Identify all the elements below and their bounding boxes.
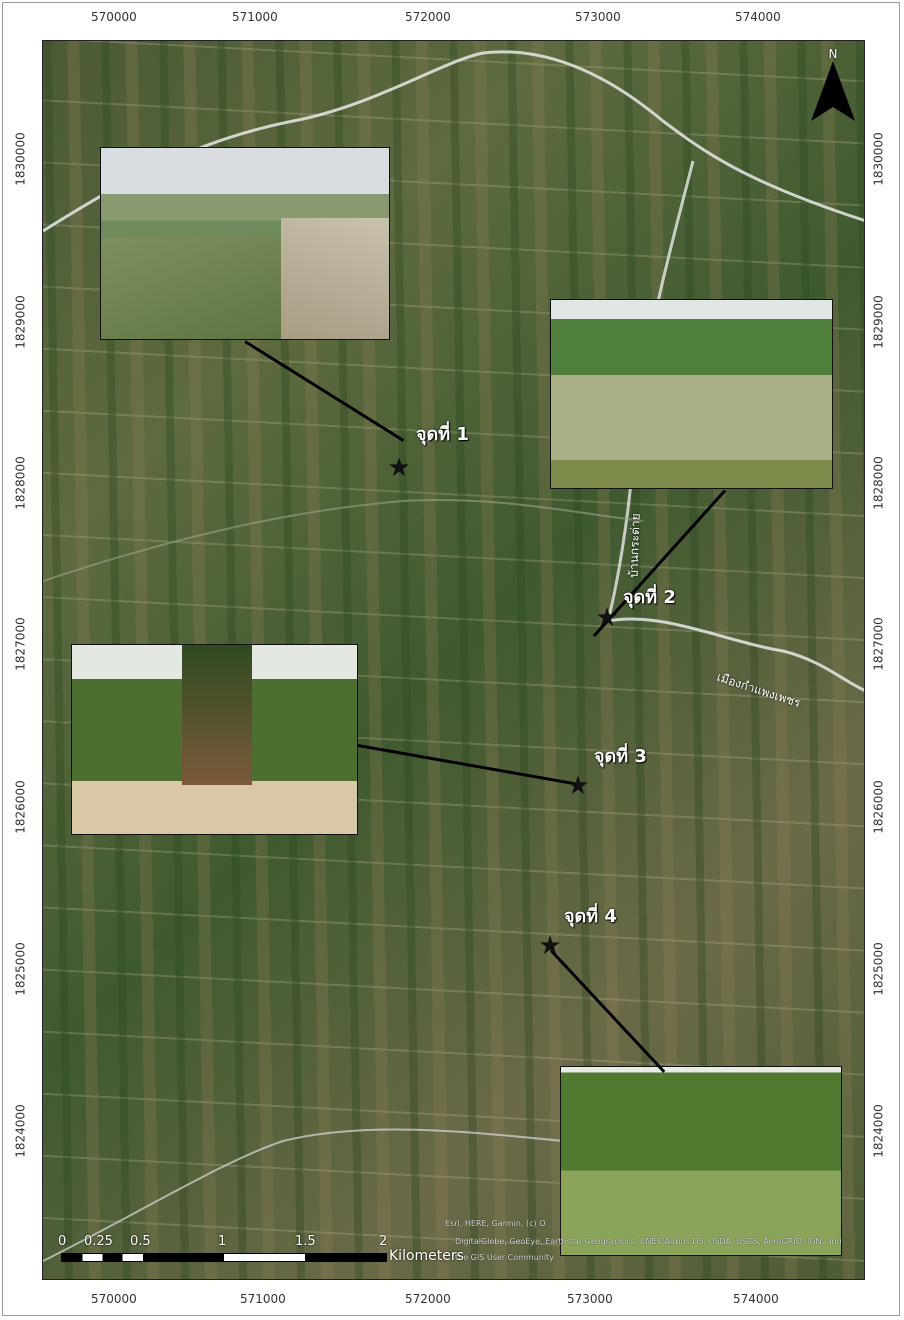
- point-3-label: จุดที่ 3: [594, 746, 647, 767]
- y-tick-left: 1825000: [13, 942, 28, 996]
- y-tick-right: 1824000: [871, 1104, 886, 1158]
- scale-tick: 2: [379, 1234, 388, 1249]
- y-tick-right: 1830000: [871, 132, 886, 186]
- y-tick-left: 1830000: [13, 132, 28, 186]
- point-4-label: จุดที่ 4: [564, 906, 617, 927]
- attribution-line-3: the GIS User Community: [455, 1253, 554, 1262]
- road-east: [607, 617, 864, 692]
- y-tick-right: 1825000: [871, 942, 886, 996]
- x-tick-bottom: 574000: [733, 1292, 779, 1306]
- y-tick-right: 1828000: [871, 456, 886, 510]
- y-tick-left: 1826000: [13, 780, 28, 834]
- scale-unit: Kilometers: [389, 1248, 464, 1264]
- y-tick-right: 1827000: [871, 617, 886, 671]
- x-tick-top: 570000: [91, 10, 137, 24]
- x-tick-top: 573000: [575, 10, 621, 24]
- point-2-label: จุดที่ 2: [623, 587, 676, 608]
- point-4-star-icon[interactable]: ★: [538, 931, 562, 961]
- scale-tick: 1.5: [295, 1234, 316, 1249]
- y-tick-left: 1829000: [13, 295, 28, 349]
- photo-point-4[interactable]: [560, 1066, 842, 1256]
- x-tick-bottom: 570000: [91, 1292, 137, 1306]
- point-1-label: จุดที่ 1: [416, 424, 469, 445]
- north-label: N: [828, 47, 838, 61]
- x-tick-top: 574000: [735, 10, 781, 24]
- point-2-star-icon[interactable]: ★: [595, 603, 619, 633]
- x-tick-top: 571000: [232, 10, 278, 24]
- photo-point-3[interactable]: [71, 644, 358, 835]
- scale-tick: 1: [218, 1234, 227, 1249]
- x-tick-bottom: 571000: [240, 1292, 286, 1306]
- scale-bar: 0 0.25 0.5 1 1.5 2 Kilometers: [57, 1234, 477, 1274]
- scale-tick: 0.5: [130, 1234, 151, 1249]
- y-tick-left: 1828000: [13, 456, 28, 510]
- canal: [43, 499, 644, 582]
- road-label-north: บ้านกระต่าย: [626, 513, 643, 578]
- photo-3-ditch: [182, 645, 252, 785]
- scale-tick: 0.25: [84, 1234, 113, 1249]
- scale-bar-graphic: [61, 1253, 387, 1262]
- y-tick-left: 1827000: [13, 617, 28, 671]
- road-south: [43, 1128, 564, 1262]
- photo-point-2[interactable]: [550, 299, 833, 489]
- y-tick-left: 1824000: [13, 1104, 28, 1158]
- x-tick-bottom: 572000: [405, 1292, 451, 1306]
- photo-1-water: [101, 238, 301, 339]
- north-arrow-icon: [811, 61, 855, 121]
- photo-point-1[interactable]: [100, 147, 390, 340]
- y-tick-right: 1826000: [871, 780, 886, 834]
- point-1-star-icon[interactable]: ★: [387, 453, 411, 483]
- x-tick-bottom: 573000: [567, 1292, 613, 1306]
- attribution-line-1: Esri, HERE, Garmin, (c) O: [445, 1219, 546, 1228]
- north-arrow: N: [811, 47, 855, 127]
- y-tick-right: 1829000: [871, 295, 886, 349]
- satellite-map[interactable]: เมืองกำแพงเพชร บ้านกระต่าย N ★ ★ ★ ★ จุด…: [42, 40, 865, 1280]
- point-3-star-icon[interactable]: ★: [566, 771, 590, 801]
- photo-1-bank: [281, 218, 389, 339]
- x-tick-top: 572000: [405, 10, 451, 24]
- scale-tick: 0: [58, 1234, 67, 1249]
- attribution-line-2: DigitalGlobe, GeoEye, Earthstar Geograph…: [455, 1237, 842, 1246]
